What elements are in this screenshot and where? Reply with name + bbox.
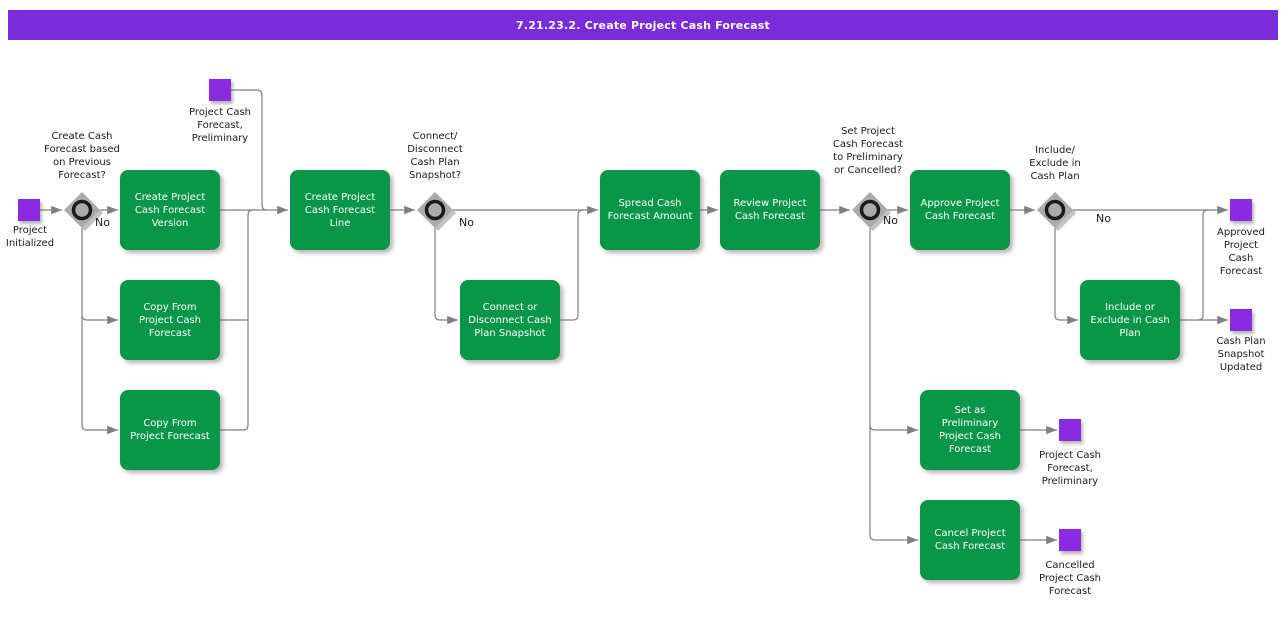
task-include-or-exclude-in-cash-plan[interactable]: Include or Exclude in Cash Plan — [1080, 280, 1180, 360]
label-cash-plan-snapshot-updated: Cash Plan Snapshot Updated — [1216, 336, 1266, 373]
label-project-initialized: Project Initialized — [5, 225, 55, 249]
event-cancelled-project-cash-forecast[interactable] — [1059, 529, 1081, 551]
task-approve-project-cash-forecast[interactable]: Approve Project Cash Forecast — [910, 170, 1010, 250]
task-connect-or-disconnect-cash-plan-snapshot[interactable]: Connect or Disconnect Cash Plan Snapshot — [460, 280, 560, 360]
task-set-as-preliminary-project-cash-forecast[interactable]: Set as Preliminary Project Cash Forecast — [920, 390, 1020, 470]
task-copy-from-project-cash-forecast[interactable]: Copy From Project Cash Forecast — [120, 280, 220, 360]
label-project-cash-forecast-preliminary-out: Project Cash Forecast, Preliminary — [1038, 450, 1102, 487]
page-title: 7.21.23.2. Create Project Cash Forecast — [515, 18, 771, 32]
gateway-connect-snapshot — [417, 192, 456, 231]
event-cash-plan-snapshot-updated[interactable] — [1230, 309, 1252, 331]
edge-label-no-include: No — [1096, 212, 1111, 225]
gateway-include-in-cash-plan — [1037, 192, 1076, 231]
label-project-cash-forecast-preliminary-in: Project Cash Forecast, Preliminary — [188, 107, 252, 144]
task-create-project-cash-forecast-version[interactable]: Create Project Cash Forecast Version — [120, 170, 220, 250]
event-project-cash-forecast-preliminary-out[interactable] — [1059, 419, 1081, 441]
event-project-cash-forecast-preliminary-in[interactable] — [209, 79, 231, 101]
label-cancelled-project-cash-forecast: Cancelled Project Cash Forecast — [1038, 560, 1102, 597]
question-include-in-cash-plan: Include/ Exclude in Cash Plan — [1029, 145, 1081, 182]
task-copy-from-project-forecast[interactable]: Copy From Project Forecast — [120, 390, 220, 470]
task-create-project-cash-forecast-line[interactable]: Create Project Cash Forecast Line — [290, 170, 390, 250]
task-spread-cash-forecast-amount[interactable]: Spread Cash Forecast Amount — [600, 170, 700, 250]
task-review-project-cash-forecast[interactable]: Review Project Cash Forecast — [720, 170, 820, 250]
gateway-set-prelim-or-cancel — [852, 192, 891, 231]
edge-label-no-set-prelim: No — [883, 214, 898, 227]
edge-label-no-connect-snapshot: No — [459, 216, 474, 229]
task-cancel-project-cash-forecast[interactable]: Cancel Project Cash Forecast — [920, 500, 1020, 580]
title-bar: 7.21.23.2. Create Project Cash Forecast — [8, 10, 1278, 40]
gateway-previous-forecast — [64, 192, 103, 231]
event-project-initialized[interactable] — [18, 199, 40, 221]
edge-label-no-previous-forecast: No — [95, 216, 110, 229]
question-previous-forecast: Create Cash Forecast based on Previous F… — [44, 131, 120, 181]
event-approved-project-cash-forecast[interactable] — [1230, 199, 1252, 221]
question-set-prelim-or-cancel: Set Project Cash Forecast to Preliminary… — [832, 126, 904, 176]
label-approved-project-cash-forecast: Approved Project Cash Forecast — [1217, 227, 1265, 277]
question-connect-snapshot: Connect/ Disconnect Cash Plan Snapshot? — [407, 131, 463, 181]
